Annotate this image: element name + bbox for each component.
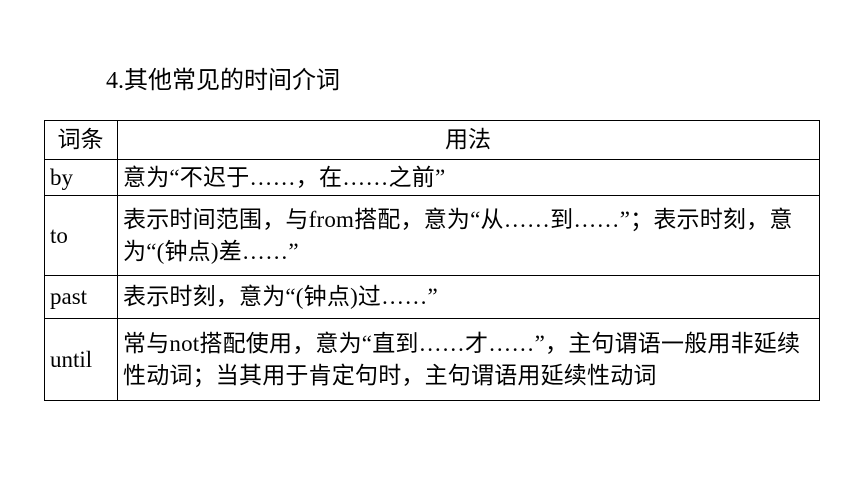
term-cell: past (44, 275, 118, 319)
table-row: past 表示时刻，意为“(钟点)过……” (44, 275, 820, 319)
term-cell: until (44, 318, 118, 401)
usage-cell: 常与not搭配使用，意为“直到……才……”，主句谓语一般用非延续性动词；当其用于… (117, 318, 820, 401)
term-cell: to (44, 195, 118, 276)
preposition-table: 词条 用法 by 意为“不迟于……，在……之前” to 表示时间范围，与from… (44, 120, 820, 401)
term-cell: by (44, 159, 118, 196)
usage-cell: 表示时间范围，与from搭配，意为“从……到……”；表示时刻，意为“(钟点)差…… (117, 195, 820, 276)
table-row: until 常与not搭配使用，意为“直到……才……”，主句谓语一般用非延续性动… (44, 318, 820, 401)
table-row: to 表示时间范围，与from搭配，意为“从……到……”；表示时刻，意为“(钟点… (44, 195, 820, 276)
table-header-row: 词条 用法 (44, 120, 820, 160)
table-row: by 意为“不迟于……，在……之前” (44, 159, 820, 196)
usage-cell: 意为“不迟于……，在……之前” (117, 159, 820, 196)
header-usage: 用法 (117, 120, 820, 160)
section-heading: 4.其他常见的时间介词 (106, 68, 340, 94)
usage-cell: 表示时刻，意为“(钟点)过……” (117, 275, 820, 319)
header-term: 词条 (44, 120, 118, 160)
